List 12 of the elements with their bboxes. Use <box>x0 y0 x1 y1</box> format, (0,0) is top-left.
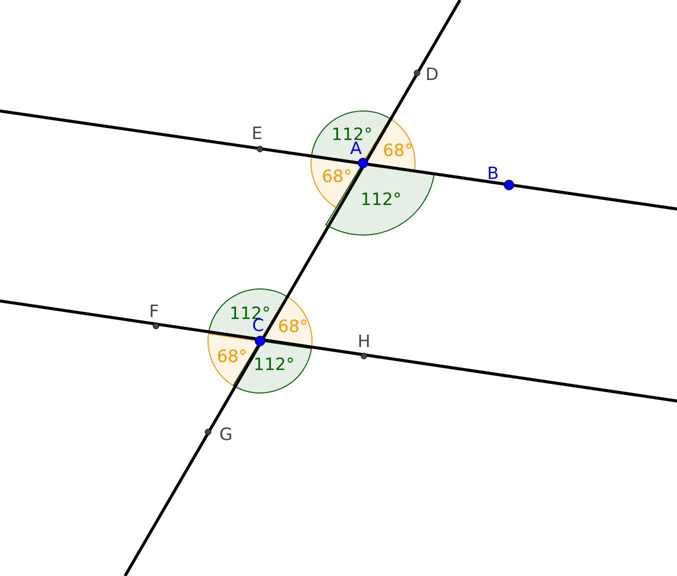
angle-label: 112° <box>360 190 402 210</box>
angle-label: 68° <box>322 167 352 187</box>
point-label: F <box>149 302 159 322</box>
angle-label: 68° <box>278 317 308 337</box>
angle-label: 112° <box>254 355 294 375</box>
point-label: D <box>425 65 439 85</box>
angle-label: 68° <box>216 347 248 367</box>
point-label: E <box>252 124 262 144</box>
angle-label: 68° <box>382 141 414 161</box>
point-label: B <box>487 164 499 184</box>
point-label: G <box>219 425 233 445</box>
point-label: H <box>358 332 370 352</box>
